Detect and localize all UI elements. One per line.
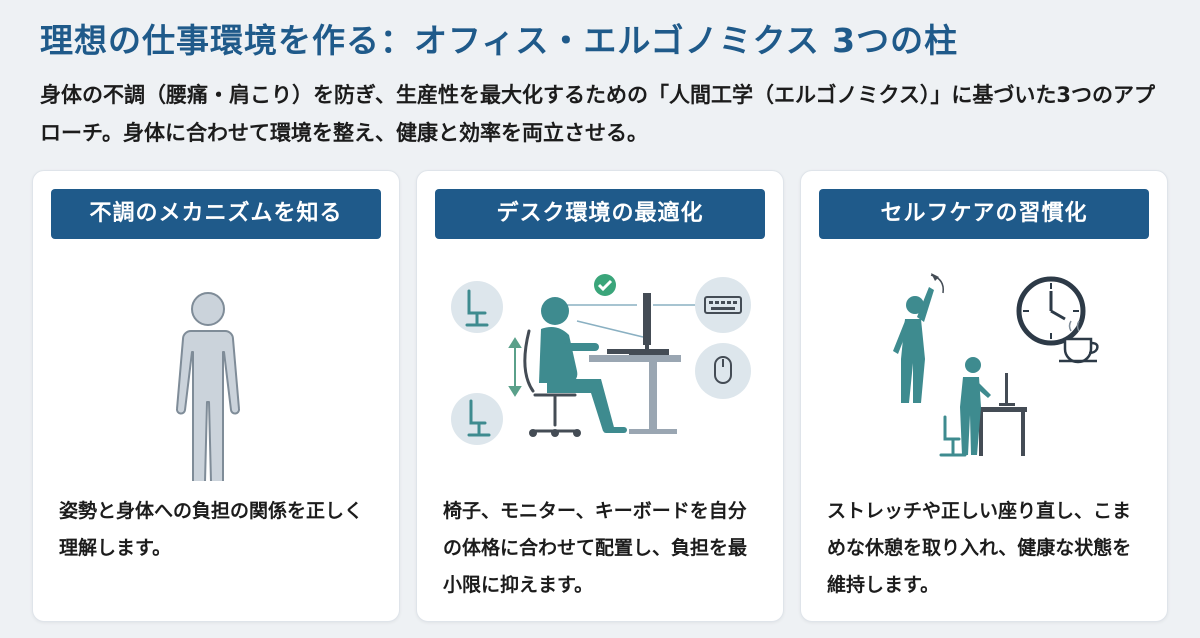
page-subtitle: 身体の不調（腰痛・肩こり）を防ぎ、生産性を最大化するための「人間工学（エルゴノミ…: [40, 83, 1156, 145]
human-figure-icon: [33, 261, 399, 489]
card-description: 椅子、モニター、キーボードを自分の体格に合わせて配置し、負担を最小限に抑えます。: [443, 500, 748, 596]
self-care-icon: [801, 261, 1167, 481]
card-heading: 不調のメカニズムを知る: [51, 189, 381, 239]
card-description: 姿勢と身体への負担の関係を正しく理解します。: [59, 500, 364, 559]
card-mechanism: 不調のメカニズムを知る 姿勢と身体への負担の関係を正しく理解します。: [32, 170, 400, 622]
card-heading: デスク環境の最適化: [435, 189, 765, 239]
card-description: ストレッチや正しい座り直し、こまめな休憩を取り入れ、健康な状態を維持します。: [827, 500, 1132, 596]
card-selfcare: セルフケアの習慣化: [800, 170, 1168, 622]
card-desk: デスク環境の最適化: [416, 170, 784, 622]
card-heading: セルフケアの習慣化: [819, 189, 1149, 239]
page-title: 理想の仕事環境を作る：オフィス・エルゴノミクス 3つの柱: [40, 21, 959, 60]
desk-setup-icon: [417, 261, 783, 481]
